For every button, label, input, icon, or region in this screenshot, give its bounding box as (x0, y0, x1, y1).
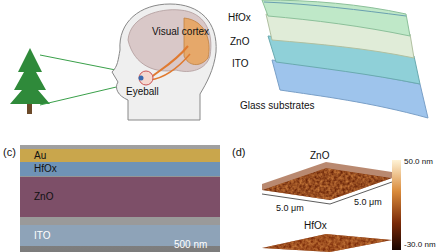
panel-letter: (c) (3, 146, 16, 158)
region-label: Visual cortex (152, 26, 209, 38)
layer-name: ZnO (34, 191, 53, 203)
layer-label: Glass substrates (240, 100, 314, 112)
color-bar (392, 160, 401, 250)
sample-label: HfOx (304, 220, 327, 232)
layer-name: ITO (34, 230, 50, 242)
layer-band: ZnO (20, 177, 220, 217)
sample-label: ZnO (310, 150, 329, 162)
axis-label: 5.0 μm (354, 196, 382, 208)
head (112, 4, 216, 120)
colorbar-label: 50.0 nm (404, 156, 433, 168)
panel-letter: (d) (232, 146, 245, 158)
scale-label: 500 nm (174, 239, 207, 251)
layer-band: Au (20, 149, 220, 163)
sem-gap (20, 217, 220, 225)
layer-name: Au (34, 150, 46, 162)
layer-label: HfOx (228, 12, 251, 24)
colorbar-label: -30.0 nm (404, 239, 436, 251)
part-label: Eyeball (126, 86, 159, 98)
layer-label: ITO (232, 58, 248, 70)
axis-label: 5.0 μm (276, 202, 304, 214)
sem-image (20, 145, 220, 252)
afm-surface (262, 234, 392, 252)
layer-band: HfOx (20, 162, 220, 176)
layer-name: HfOx (34, 163, 57, 175)
layer-label: ZnO (230, 36, 249, 48)
